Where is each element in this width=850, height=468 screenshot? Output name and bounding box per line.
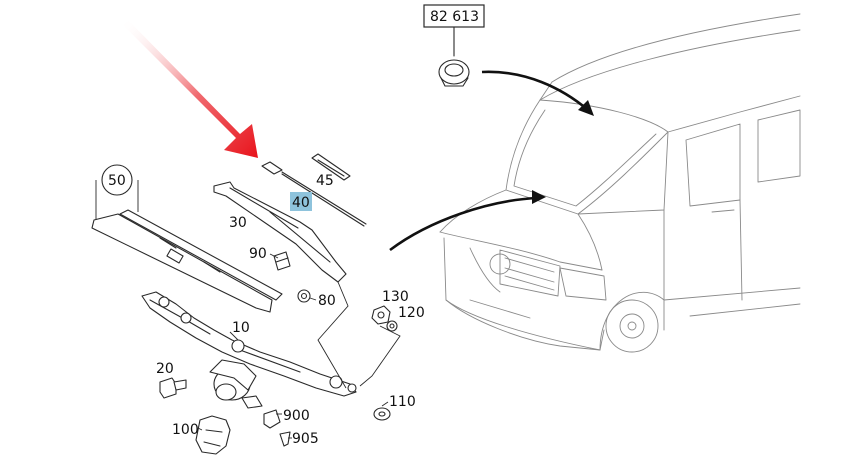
label-40: 40 xyxy=(292,195,310,211)
part-900-connector xyxy=(263,409,281,429)
label-45: 45 xyxy=(316,173,334,189)
reference-number: 82 613 xyxy=(430,9,479,25)
leader-lines xyxy=(95,180,401,439)
label-100: 100 xyxy=(172,422,199,438)
part-50-wiper-blade xyxy=(91,209,283,313)
part-45-blade-strip xyxy=(311,153,351,181)
part-905-clip xyxy=(279,431,291,447)
label-80: 80 xyxy=(318,293,336,309)
part-number-labels: 82 613 50 45 40 30 90 80 10 20 130 120 1… xyxy=(101,9,479,447)
part-130-nut xyxy=(371,305,391,325)
label-30: 30 xyxy=(229,215,247,231)
label-50-badge xyxy=(101,164,133,196)
label-130: 130 xyxy=(382,289,409,305)
label-20: 20 xyxy=(156,361,174,377)
label-10: 10 xyxy=(232,320,250,336)
part-80-nut xyxy=(297,289,311,303)
label-90: 90 xyxy=(249,246,267,262)
reference-part-82613 xyxy=(423,4,485,87)
part-20-bolt xyxy=(159,377,187,399)
part-10-wiper-linkage xyxy=(141,291,357,409)
label-900: 900 xyxy=(283,408,310,424)
part-40-wiper-rod xyxy=(261,161,367,227)
label-110: 110 xyxy=(389,394,416,410)
van-illustration xyxy=(439,13,801,353)
red-arrow-icon xyxy=(122,20,258,158)
part-40-highlight xyxy=(290,192,312,211)
part-110-grommet xyxy=(373,407,391,421)
label-120: 120 xyxy=(398,305,425,321)
label-905: 905 xyxy=(292,431,319,447)
label-50: 50 xyxy=(108,173,126,189)
part-30-wiper-arm xyxy=(213,181,347,283)
part-100-cover xyxy=(195,415,231,455)
part-120-washer xyxy=(386,320,398,332)
part-90-cap xyxy=(273,251,291,271)
callout-arrows xyxy=(389,70,594,252)
